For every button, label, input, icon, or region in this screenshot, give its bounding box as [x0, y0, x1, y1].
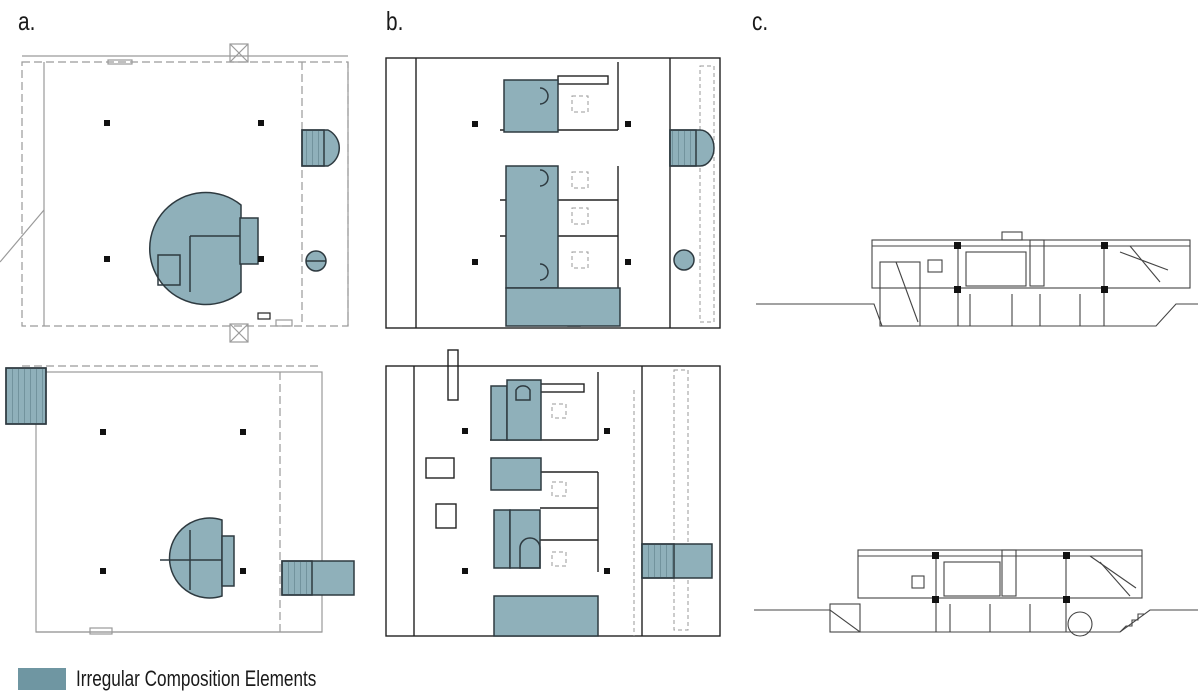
- section-c-bottom: [754, 549, 1198, 637]
- plan-a-bottom-irregular: [5, 367, 355, 599]
- column: [1063, 596, 1070, 603]
- column: [1101, 242, 1108, 249]
- plan-b-top-columns: [472, 121, 631, 265]
- column: [100, 568, 106, 574]
- plan-b-top-dashes: [571, 65, 715, 323]
- plan-a-bottom-columns: [100, 429, 246, 574]
- column: [462, 428, 468, 434]
- column: [625, 121, 631, 127]
- section-c-top: [756, 231, 1198, 327]
- column: [472, 121, 478, 127]
- plan-b-bottom: [385, 349, 721, 637]
- column: [1101, 286, 1108, 293]
- section-c-top-columns: [954, 242, 1108, 293]
- panel-label-b: b.: [386, 6, 404, 36]
- column: [604, 568, 610, 574]
- column: [472, 259, 478, 265]
- column: [100, 429, 106, 435]
- column: [104, 256, 110, 262]
- column: [462, 568, 468, 574]
- column: [240, 568, 246, 574]
- column: [104, 120, 110, 126]
- column: [1063, 552, 1070, 559]
- plan-a-bottom: [22, 365, 323, 635]
- plan-a-top: [0, 43, 349, 343]
- column: [932, 596, 939, 603]
- legend-label: Irregular Composition Elements: [76, 666, 317, 691]
- column: [932, 552, 939, 559]
- section-c-bottom-columns: [932, 552, 1070, 603]
- plan-b-bottom-irregular: [490, 379, 713, 637]
- column: [604, 428, 610, 434]
- column: [240, 429, 246, 435]
- legend-swatch: [18, 668, 66, 690]
- plan-b-bottom-columns: [462, 428, 610, 574]
- column: [258, 120, 264, 126]
- column: [625, 259, 631, 265]
- panel-label-a: a.: [18, 6, 36, 36]
- column: [954, 286, 961, 293]
- column: [258, 256, 264, 262]
- panel-label-c: c.: [752, 6, 769, 36]
- plan-a-top-irregular: [149, 129, 340, 306]
- plan-a-top-columns: [104, 120, 264, 262]
- plan-b-bottom-dashes: [551, 369, 689, 636]
- column: [954, 242, 961, 249]
- plan-b-top-irregular: [503, 79, 715, 327]
